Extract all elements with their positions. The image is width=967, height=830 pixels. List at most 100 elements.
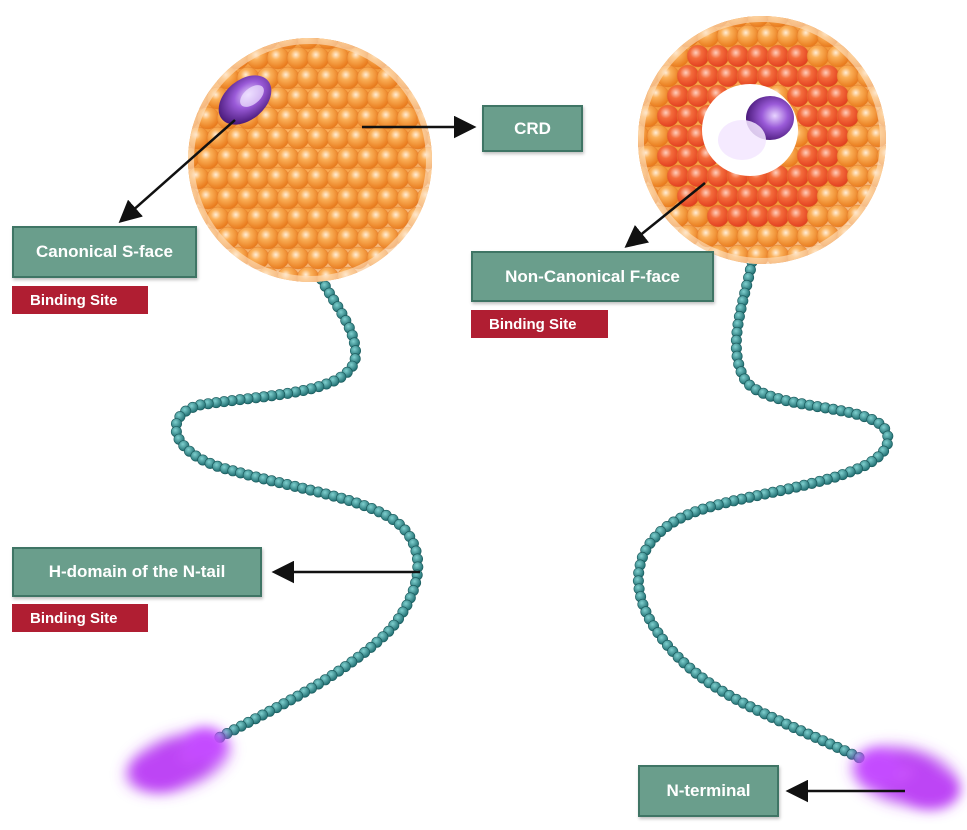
sphere-bead — [677, 105, 699, 127]
sphere-bead — [827, 85, 849, 107]
sphere-bead — [627, 125, 649, 147]
right-n-terminal-blob — [842, 733, 967, 820]
sphere-bead — [287, 87, 309, 109]
sphere-bead — [777, 65, 799, 87]
sphere-bead — [777, 25, 799, 47]
n-terminal-label: N-terminal — [638, 765, 779, 817]
sphere-bead — [287, 247, 309, 269]
sphere-bead — [327, 207, 349, 229]
sphere-bead — [687, 205, 709, 227]
sphere-bead — [177, 147, 199, 169]
sphere-bead — [687, 45, 709, 67]
sphere-bead — [347, 87, 369, 109]
sphere-bead — [217, 187, 239, 209]
sphere-bead — [217, 147, 239, 169]
sphere-bead — [397, 147, 419, 169]
sphere-bead — [267, 247, 289, 269]
sphere-bead — [267, 127, 289, 149]
sphere-bead — [387, 167, 409, 189]
sphere-bead — [857, 145, 879, 167]
sphere-bead — [357, 107, 379, 129]
sphere-bead — [347, 167, 369, 189]
sphere-bead — [817, 105, 839, 127]
sphere-bead — [797, 105, 819, 127]
sphere-bead — [237, 187, 259, 209]
sphere-bead — [797, 65, 819, 87]
sphere-bead — [337, 67, 359, 89]
sphere-bead — [337, 187, 359, 209]
sphere-bead — [317, 107, 339, 129]
sphere-bead — [687, 165, 709, 187]
sphere-bead — [317, 147, 339, 169]
sphere-bead — [327, 127, 349, 149]
non-canonical-binding-site-badge: Binding Site — [471, 310, 608, 338]
sphere-bead — [297, 147, 319, 169]
sphere-bead — [247, 167, 269, 189]
sphere-bead — [817, 65, 839, 87]
sphere-bead — [807, 165, 829, 187]
sphere-bead — [367, 87, 389, 109]
sphere-bead — [797, 225, 819, 247]
sphere-bead — [797, 185, 819, 207]
sphere-bead — [257, 147, 279, 169]
sphere-bead — [277, 107, 299, 129]
sphere-bead — [817, 185, 839, 207]
sphere-bead — [847, 165, 869, 187]
h-domain-binding-site-badge: Binding Site — [12, 604, 148, 632]
sphere-bead — [277, 147, 299, 169]
sphere-bead — [287, 167, 309, 189]
sphere-bead — [647, 125, 669, 147]
sphere-bead — [367, 207, 389, 229]
sphere-bead — [777, 225, 799, 247]
sphere-bead — [817, 145, 839, 167]
sphere-bead — [297, 67, 319, 89]
sphere-bead — [787, 205, 809, 227]
sphere-bead — [807, 125, 829, 147]
sphere-bead — [207, 167, 229, 189]
sphere-bead — [307, 207, 329, 229]
sphere-bead — [697, 65, 719, 87]
sphere-bead — [847, 85, 869, 107]
sphere-bead — [327, 167, 349, 189]
sphere-bead — [307, 247, 329, 269]
sphere-bead — [807, 45, 829, 67]
sphere-bead — [667, 85, 689, 107]
sphere-bead — [277, 227, 299, 249]
sphere-bead — [747, 5, 769, 27]
sphere-bead — [737, 25, 759, 47]
sphere-bead — [737, 65, 759, 87]
sphere-bead — [397, 187, 419, 209]
right-polypeptide-chain — [633, 257, 893, 763]
sphere-bead — [237, 227, 259, 249]
sphere-bead — [727, 45, 749, 67]
canonical-s-face-label: Canonical S-face — [12, 226, 197, 278]
sphere-bead — [837, 65, 859, 87]
sphere-bead — [327, 247, 349, 269]
sphere-bead — [267, 207, 289, 229]
sphere-bead — [747, 45, 769, 67]
sphere-bead — [667, 165, 689, 187]
sphere-bead — [337, 107, 359, 129]
sphere-bead — [717, 225, 739, 247]
sphere-bead — [317, 67, 339, 89]
left-n-terminal-blob — [114, 716, 243, 809]
sphere-bead — [677, 145, 699, 167]
sphere-bead — [377, 187, 399, 209]
crd-label: CRD — [482, 105, 583, 152]
sphere-bead — [757, 185, 779, 207]
sphere-bead — [297, 107, 319, 129]
sphere-bead — [797, 145, 819, 167]
sphere-bead — [807, 85, 829, 107]
sphere-bead — [757, 65, 779, 87]
sphere-bead — [327, 87, 349, 109]
sphere-bead — [357, 67, 379, 89]
sphere-bead — [327, 47, 349, 69]
sphere-bead — [287, 47, 309, 69]
sphere-bead — [237, 147, 259, 169]
sphere-bead — [357, 227, 379, 249]
sphere-bead — [257, 187, 279, 209]
f-face-pocket — [702, 84, 798, 176]
sphere-bead — [297, 27, 319, 49]
sphere-bead — [757, 225, 779, 247]
